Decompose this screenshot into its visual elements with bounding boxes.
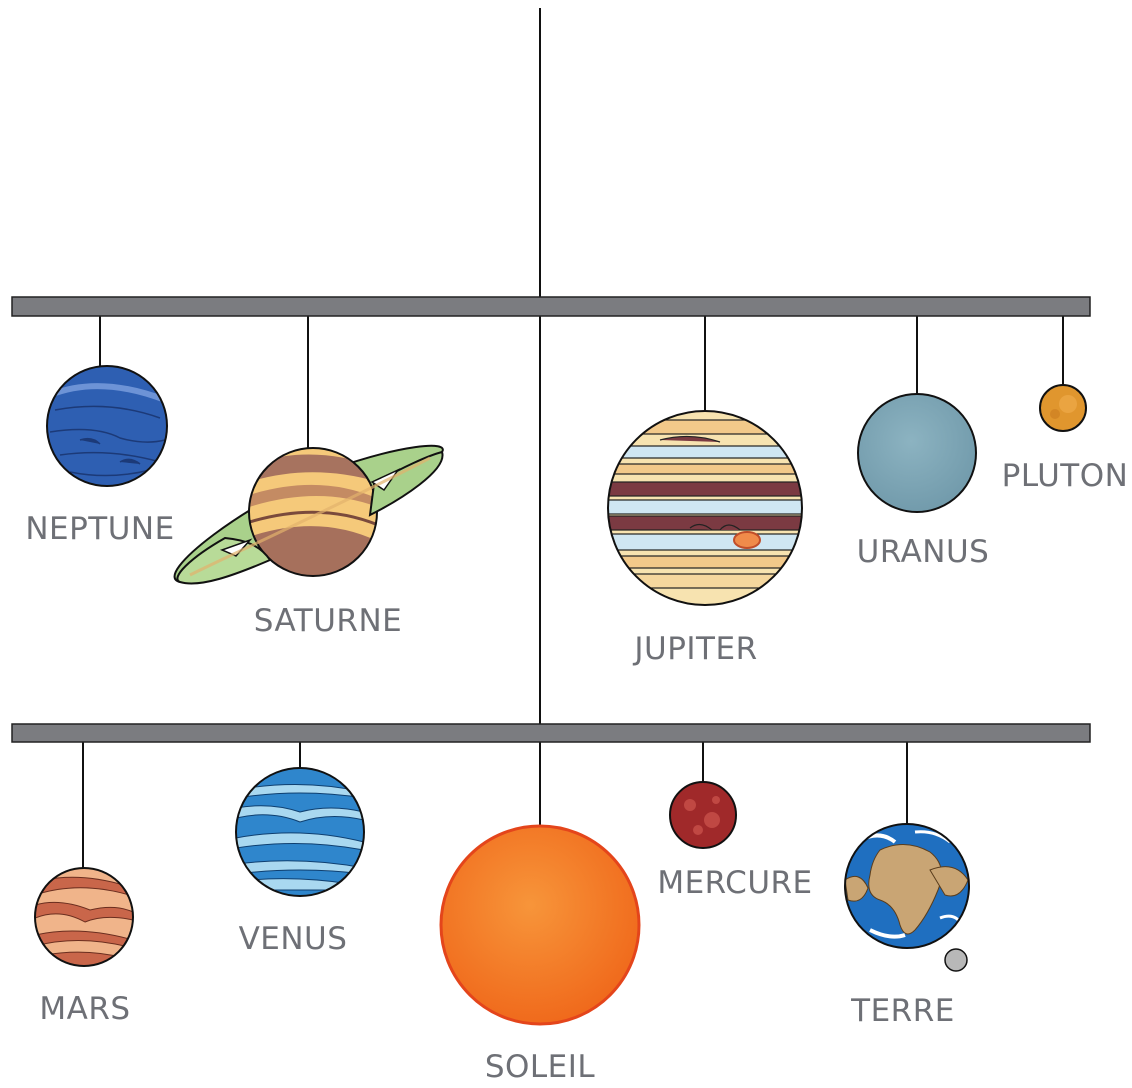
saturn-planet xyxy=(173,444,444,585)
mercury-planet xyxy=(669,781,737,849)
mars-label: MARS xyxy=(39,991,131,1027)
lower-bar xyxy=(11,723,1091,743)
uranus-planet xyxy=(857,393,977,513)
pluto-label: PLUTON xyxy=(1001,458,1129,494)
earth-label: TERRE xyxy=(851,993,955,1029)
sun-planet xyxy=(439,824,641,1026)
venus-label: VENUS xyxy=(238,921,348,957)
strings xyxy=(82,8,1064,868)
neptune-label: NEPTUNE xyxy=(25,511,175,547)
sun-label: SOLEIL xyxy=(484,1049,596,1085)
neptune-planet xyxy=(46,365,168,487)
earth-planet xyxy=(844,823,970,972)
venus-planet xyxy=(235,767,365,897)
moon xyxy=(944,948,968,972)
jupiter-planet xyxy=(607,410,803,606)
upper-bar xyxy=(11,296,1091,317)
mercury-label: MERCURE xyxy=(657,865,813,901)
mars-planet xyxy=(34,867,134,967)
saturn-label: SATURNE xyxy=(253,603,403,639)
pluto-planet xyxy=(1039,384,1087,432)
uranus-label: URANUS xyxy=(856,534,990,570)
jupiter-label: JUPITER xyxy=(634,631,758,667)
